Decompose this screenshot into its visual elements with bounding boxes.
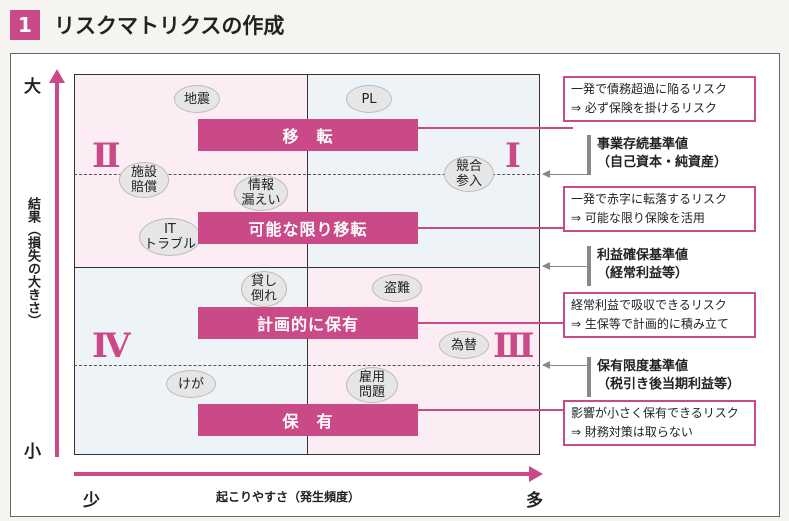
matrix-vertical-divider — [307, 74, 308, 455]
section-header: 1 リスクマトリクスの作成 — [10, 10, 284, 40]
risk-tonan: 盗難 — [372, 274, 422, 302]
risk-jishin: 地震 — [174, 85, 220, 113]
x-axis-line — [74, 472, 532, 476]
y-axis-arrowhead — [49, 69, 65, 83]
y-axis-top-label: 大 — [24, 77, 41, 97]
risk-kega: けが — [166, 370, 216, 398]
risk-kyogo-sannyu: 競合 参入 — [444, 156, 494, 192]
quadrant-3-label: Ⅲ — [493, 326, 534, 366]
risk-kashidaore: 貸し 倒れ — [241, 271, 287, 307]
matrix-horizontal-divider — [74, 267, 540, 268]
risk-koyo-mondai: 雇用 問題 — [346, 367, 398, 403]
strategy-iten: 移 転 — [198, 119, 418, 151]
standard-hoyu-gendo: 保有限度基準値 （税引き後当期利益等） — [597, 359, 741, 392]
risk-kawase: 為替 — [439, 331, 489, 359]
note-saimu-choka: 一発で債務超過に陥るリスク ⇒ 必ず保険を掛けるリスク — [563, 76, 756, 122]
connector-iten — [417, 127, 573, 129]
strategy-hoyu: 保 有 — [198, 404, 418, 436]
dashed-divider-upper — [74, 174, 540, 175]
connector-kanou — [417, 227, 573, 229]
connector-keikaku — [417, 322, 573, 324]
standard-rieki-kakuho: 利益確保基準値 （経常利益等） — [597, 248, 689, 281]
standard-bar-1 — [587, 135, 591, 175]
connector-hoyu — [417, 409, 573, 411]
strategy-keikakuteki-hoyu: 計画的に保有 — [198, 307, 418, 339]
note-keijo-rieki: 経常利益で吸収できるリスク ⇒ 生保等で計画的に積み立て — [563, 292, 756, 338]
quadrant-2-label: Ⅱ — [92, 136, 121, 176]
standard-bar-3 — [587, 357, 591, 397]
standard-bar-2 — [587, 246, 591, 286]
dashed-divider-lower — [74, 365, 540, 366]
page-title: リスクマトリクスの作成 — [54, 14, 285, 38]
x-axis-title: 起こりやすさ（発生頻度） — [216, 490, 361, 504]
diagram-panel: Ⅱ Ⅰ Ⅳ Ⅲ 地震 PL 施設 賠償 競合 参入 情報 漏えい IT トラブル… — [10, 53, 780, 517]
x-axis-left-label: 少 — [83, 491, 100, 511]
section-number: 1 — [10, 10, 40, 40]
x-axis-right-label: 多 — [526, 491, 543, 511]
y-axis-line — [55, 81, 59, 457]
strategy-kanou-na-kagiri-iten: 可能な限り移転 — [198, 212, 418, 244]
risk-it-trouble: IT トラブル — [139, 218, 201, 256]
x-axis-arrowhead — [529, 466, 543, 482]
standard-arrow-1 — [542, 170, 587, 178]
y-axis-title: 結果（損失の大きさ） — [25, 197, 40, 327]
risk-shisetsu-baisho: 施設 賠償 — [119, 162, 169, 198]
note-eikyo-chiisai: 影響が小さく保有できるリスク ⇒ 財務対策は取らない — [563, 400, 756, 446]
risk-pl: PL — [346, 85, 392, 113]
standard-jigyo-sonzoku: 事業存続基準値 （自己資本・純資産） — [597, 137, 728, 170]
risk-joho-roei: 情報 漏えい — [234, 175, 288, 211]
quadrant-1-label: Ⅰ — [505, 136, 521, 176]
quadrant-4-label: Ⅳ — [92, 326, 131, 366]
standard-arrow-2 — [542, 262, 587, 270]
note-akaji-tenraku: 一発で赤字に転落するリスク ⇒ 可能な限り保険を活用 — [563, 186, 756, 232]
standard-arrow-3 — [542, 361, 587, 369]
y-axis-bottom-label: 小 — [24, 442, 41, 462]
